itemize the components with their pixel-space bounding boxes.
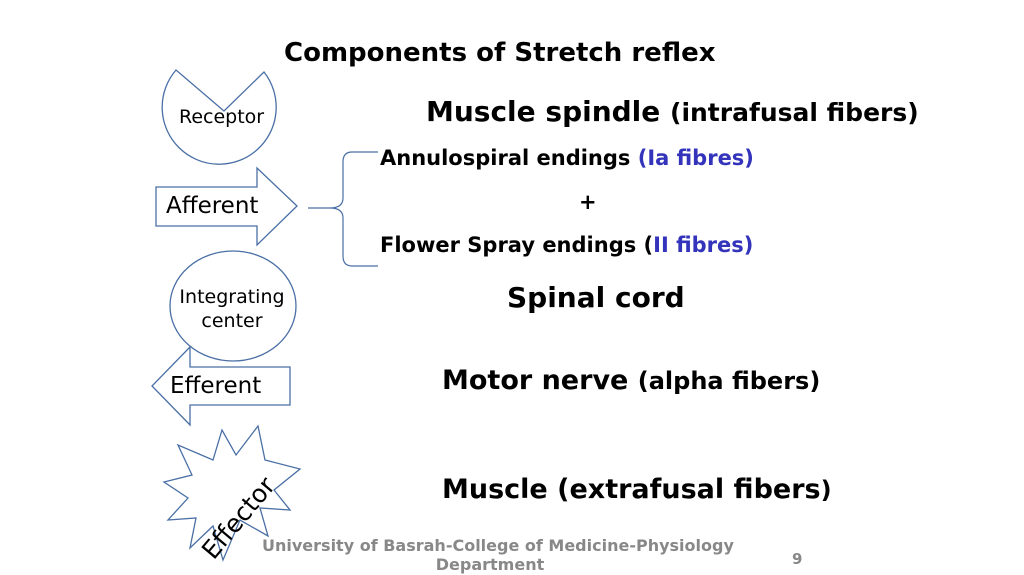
efferent-detail-main: Motor nerve [442, 365, 638, 396]
effector-detail: Muscle (extrafusal fibers) [442, 474, 832, 505]
receptor-detail: Muscle spindle (intrafusal fibers) [426, 95, 919, 128]
efferent-label: Efferent [170, 373, 262, 399]
slide-title: Components of Stretch reflex [284, 38, 716, 68]
afferent-plus: + [579, 190, 597, 214]
receptor-label: Receptor [179, 106, 265, 128]
annulospiral-type: (Ia fibres) [637, 146, 754, 170]
integrating-center-shape [169, 250, 297, 362]
afferent-label: Afferent [166, 193, 259, 219]
flower-spray-type: II fibres) [653, 233, 754, 257]
effector-burst-shape [162, 424, 302, 562]
footer-institution: University of Basrah-College of Medicine… [262, 536, 734, 574]
flower-spray-detail: Flower Spray endings (II fibres) [380, 233, 753, 257]
integrating-label-line2: center [201, 310, 263, 332]
efferent-detail: Motor nerve (alpha fibers) [442, 365, 820, 396]
efferent-arrow-shape [151, 345, 291, 427]
receptor-detail-main: Muscle spindle [426, 95, 671, 128]
annulospiral-main: Annulospiral endings [380, 146, 638, 170]
receptor-shape [161, 69, 277, 165]
effector-detail-paren: ) [820, 476, 832, 504]
efferent-detail-paren: (alpha fibers) [637, 367, 821, 395]
afferent-brace [308, 151, 378, 267]
footer-line1: University of Basrah-College of Medicine… [262, 536, 734, 555]
page-number: 9 [792, 550, 803, 568]
annulospiral-detail: Annulospiral endings (Ia fibres) [380, 146, 754, 170]
integrating-detail: Spinal cord [507, 281, 685, 314]
integrating-label-line1: Integrating [179, 286, 285, 308]
footer-line2: Department [435, 555, 545, 574]
effector-detail-main: Muscle (extrafusal fibers [442, 474, 821, 505]
afferent-arrow-shape [155, 166, 298, 247]
flower-spray-main: Flower Spray endings ( [380, 233, 654, 257]
integrating-center-label: Integrating center [170, 285, 294, 333]
receptor-detail-paren: (intrafusal fibers) [670, 98, 919, 127]
